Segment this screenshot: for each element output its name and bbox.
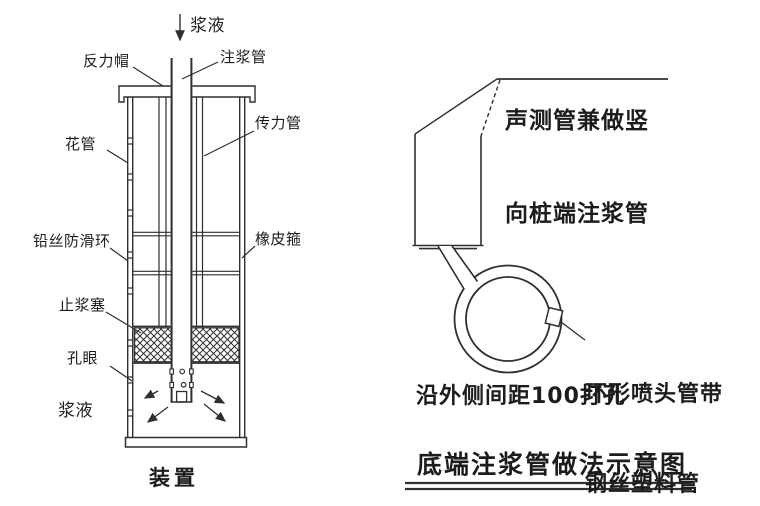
label-ring-nozzle-line1: 环形喷头管带 xyxy=(585,382,724,407)
force-transfer-pipe-walls xyxy=(158,97,204,326)
label-grouting-pipe: 注浆管 xyxy=(220,48,267,66)
nozzle-leader-line xyxy=(560,321,586,341)
left-diagram-caption: 装置 xyxy=(149,466,199,490)
left-leader-lines xyxy=(105,61,256,382)
drill-hole xyxy=(180,381,187,388)
caption-underline xyxy=(405,481,692,491)
label-slurry-bottom: 浆液 xyxy=(58,401,93,421)
drill-hole xyxy=(179,368,186,375)
bottom-plate xyxy=(124,436,248,448)
ring-nozzle xyxy=(453,264,563,374)
reaction-cap-outline xyxy=(118,85,256,103)
label-ring-nozzle: 环形喷头管带 钢丝塑料管 xyxy=(585,320,723,506)
label-perforated-pipe: 花管 xyxy=(65,135,97,153)
vertical-pipe-body xyxy=(412,134,484,250)
slurry-flow-arrows xyxy=(143,389,227,423)
label-reaction-cap: 反力帽 xyxy=(83,52,130,70)
nozzle-fitting xyxy=(544,306,564,328)
label-ring-nozzle-line2: 钢丝塑料管 xyxy=(585,472,701,497)
label-lead-wire-antislip-ring: 铅丝防滑环 xyxy=(33,232,111,250)
label-force-transfer-pipe: 传力管 xyxy=(255,114,302,132)
grouting-pipe xyxy=(169,58,194,403)
label-sounding-pipe: 声测管兼做竖 向桩端注浆管 xyxy=(505,44,649,292)
label-slurry-top: 浆液 xyxy=(190,16,225,36)
label-sounding-pipe-line2: 向桩端注浆管 xyxy=(505,201,649,227)
label-grout-stop-plug: 止浆塞 xyxy=(59,296,106,314)
label-sounding-pipe-line1: 声测管兼做竖 xyxy=(505,108,649,134)
perforation-bands xyxy=(127,137,134,417)
right-leader-lines xyxy=(414,78,668,137)
connector-pipe xyxy=(437,245,479,290)
bottom-grouting-pipe-diagram xyxy=(405,78,692,491)
label-drill-holes: 孔眼 xyxy=(67,349,99,367)
label-spacing-note: 沿外侧间距100打孔 xyxy=(416,384,626,409)
label-rubber-hoop: 橡皮箍 xyxy=(255,230,302,248)
device-cross-section xyxy=(105,14,256,448)
right-diagram-caption: 底端注浆管做法示意图 xyxy=(417,450,688,479)
